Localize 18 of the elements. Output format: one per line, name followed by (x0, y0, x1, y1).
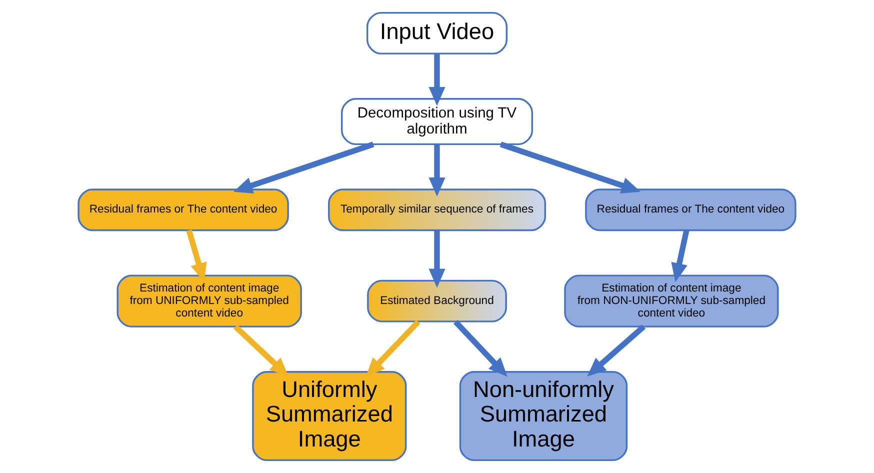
node-box: Uniformly Summarized Image (252, 371, 407, 462)
node-box: Estimated Background (367, 280, 507, 322)
arrow (428, 54, 446, 106)
arrow (587, 324, 646, 377)
arrow (428, 144, 446, 196)
arrow (453, 320, 508, 377)
node-box: Temporally similar sequence of frames (328, 188, 546, 232)
node-box: Residual frames or The content video (78, 188, 289, 232)
arrow (233, 142, 374, 194)
node-box: Non-uniformly Summarized Image (459, 371, 628, 462)
node-box: Residual frames or The content video (585, 188, 796, 232)
node-box: Estimation of content image from NON-UNIFORMLY sub-sampled content video (564, 274, 779, 328)
arrow (500, 142, 641, 194)
node-box: Decomposition using TV algorithm (341, 98, 533, 146)
arrow (671, 230, 690, 282)
arrow (428, 230, 446, 288)
node-box: Input Video (366, 12, 508, 54)
node-box: Estimation of content image from UNIFORMLY sub-sampled content video (116, 274, 302, 328)
